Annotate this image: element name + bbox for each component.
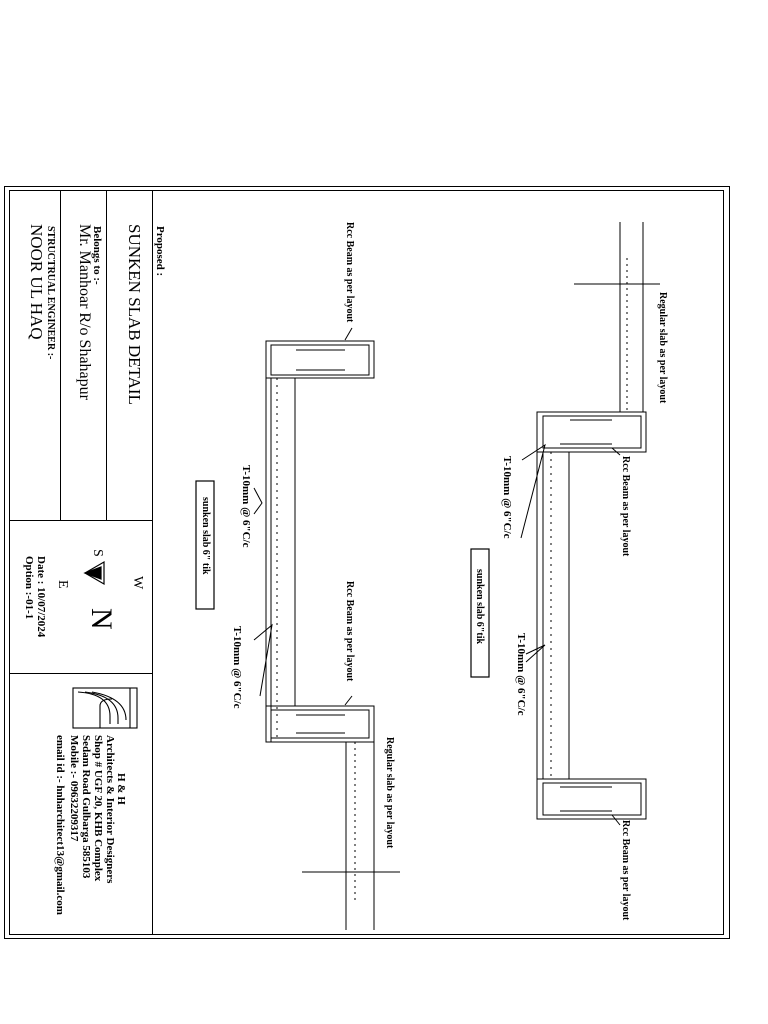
lower-bar-label-right: T-10mm @ 6"C/c [231, 626, 243, 709]
upper-beam-label-right: Rcc Beam as per layout [620, 820, 631, 921]
lower-sunken-slab-section [253, 327, 400, 930]
engineer-name: NOOR UL HAQ [27, 224, 46, 340]
compass-north: N [85, 608, 118, 630]
firm-name: H & H [115, 773, 127, 805]
firm-tagline: Architects & Interior Designers [104, 735, 116, 884]
north-arrow-icon [83, 560, 105, 586]
compass-west: W [130, 576, 145, 590]
upper-sunken-slab-section [520, 222, 660, 826]
upper-beam-label-left: Rcc Beam as per layout [620, 456, 631, 557]
upper-sunken-slab-tag-box [470, 548, 490, 678]
firm-logo [72, 687, 138, 729]
outer-border [4, 186, 730, 939]
upper-sunken-slab-label: sunken slab 6"tik [474, 569, 485, 645]
compass-east: E [55, 580, 70, 589]
upper-bar-label-right: T-10mm @ 6"C/c [515, 633, 527, 716]
firm-address-line1: Shop # UGF 20, KHB Complex [92, 735, 104, 882]
lower-beam-label-left: Rcc Beam as per layout [344, 222, 355, 323]
firm-mobile: Mobile :- 09632209317 [68, 735, 80, 842]
compass-south: S [90, 549, 105, 557]
lower-regular-slab-label: Regular slab as per layout [384, 737, 395, 849]
upper-regular-slab-label: Regular slab as per layout [657, 292, 668, 404]
owner-name: Mr. Manhoar R/o Shahapur [76, 224, 93, 400]
date-text: Date : 10/07/2024 [35, 556, 47, 638]
proposed-label: Proposed : [154, 226, 166, 277]
lower-sunken-slab-label: sunken slab 6" tik [200, 497, 211, 575]
lower-beam-label-right: Rcc Beam as per layout [344, 581, 355, 682]
option-text: Option :-01-1 [23, 556, 35, 620]
engineer-label: STRUCTRUAL ENGINEER :- [45, 226, 56, 360]
firm-address-line2: Sedam Road Gulbarga 585103 [80, 735, 92, 879]
lower-bar-label-left: T-10mm @ 6"C/c [240, 465, 252, 548]
lower-sunken-slab-tag-box [195, 480, 215, 610]
firm-email: email id :- hnharchitect13@gmail.com [54, 735, 66, 915]
drawing-title: SUNKEN SLAB DETAIL [125, 224, 144, 405]
upper-bar-label-left: T-10mm @ 6"C/c [501, 456, 513, 539]
inner-border [9, 190, 724, 935]
